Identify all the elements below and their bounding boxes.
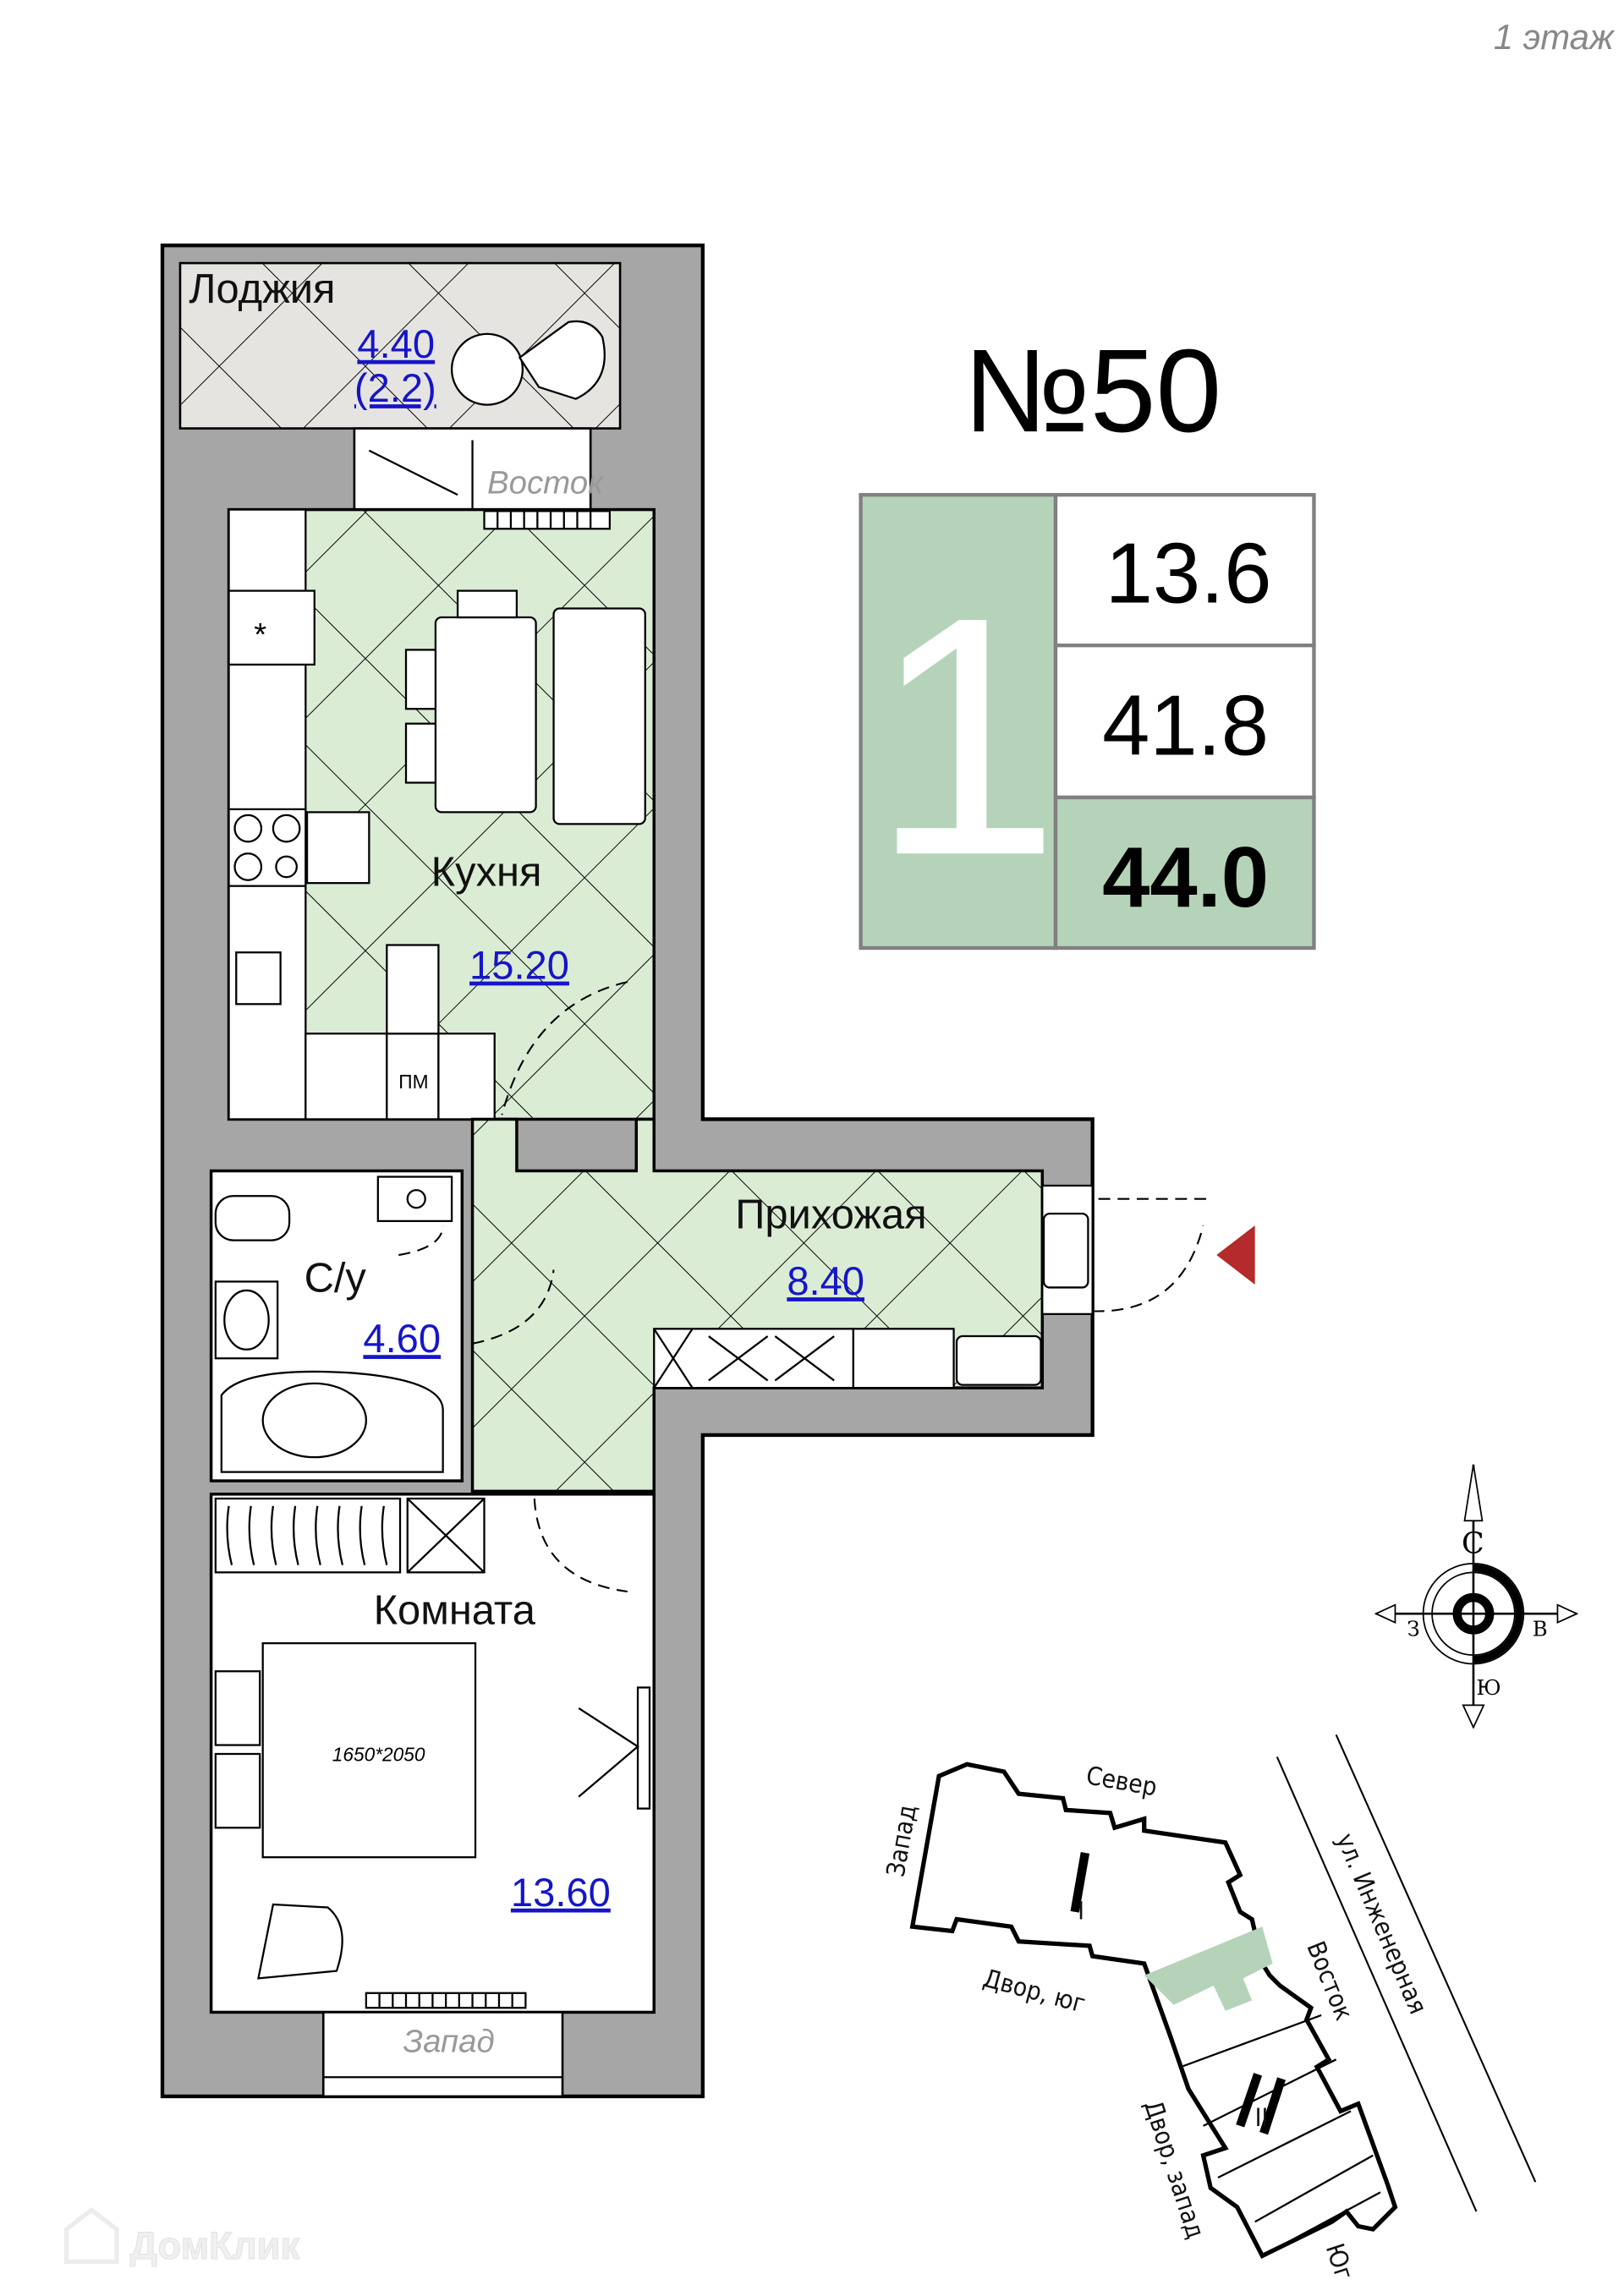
room-count: 1 — [871, 547, 1060, 926]
oven-door — [305, 811, 370, 885]
street-line — [1276, 1756, 1478, 2212]
bathroom-door-swing — [472, 1269, 555, 1345]
loggia-area: 4.40 — [357, 321, 435, 366]
area-summary-table: 1 13.6 41.8 44.0 — [859, 492, 1316, 951]
armchair — [257, 1903, 343, 1980]
wardrobe — [214, 1497, 402, 1574]
room-door-swing — [533, 1498, 628, 1593]
compass-icon: С З В Ю — [1374, 1464, 1579, 1729]
site-north-label: Север — [1084, 1760, 1160, 1801]
kitchen-sink — [304, 1033, 388, 1121]
living-area-value: 13.6 — [1106, 526, 1272, 622]
dining-table — [434, 616, 537, 814]
radiator — [365, 1992, 527, 2009]
site-yard-south-label: Двор, юг — [980, 1963, 1089, 2019]
washing-machine — [376, 1175, 453, 1223]
kitchen-area: 15.20 — [469, 943, 569, 988]
site-west-label: Запад — [881, 1802, 922, 1878]
loggia-table — [450, 332, 524, 406]
washbasin-icon — [214, 1280, 279, 1360]
tv — [636, 1686, 651, 1810]
total-area-value: 41.8 — [1102, 677, 1269, 773]
compass-east: В — [1533, 1616, 1548, 1641]
bathroom-area: 4.60 — [363, 1316, 441, 1361]
nightstand — [214, 1670, 261, 1746]
hallway: Прихожая 8.40 — [470, 1117, 1255, 1493]
entrance-door-swing — [1092, 1197, 1207, 1312]
kitchen-cabinet — [386, 944, 440, 1035]
entrance-marker-icon — [1216, 1225, 1255, 1285]
site-south-label: Юг — [1320, 2239, 1360, 2283]
kitchen: * ПМ Кухня 15.20 — [227, 507, 656, 1121]
radiator — [483, 510, 612, 530]
living-room: 1650*2050 Комната 13.60 — [209, 1493, 656, 2014]
nightstand — [214, 1752, 261, 1829]
compass-south: Ю — [1476, 1675, 1501, 1700]
fridge-mark: * — [254, 616, 266, 653]
hall-radiator — [1042, 1213, 1089, 1289]
section-2-label: II — [1255, 2102, 1269, 2132]
bathtub-icon — [220, 1370, 444, 1473]
kitchen-name: Кухня — [431, 850, 542, 896]
room-area: 13.60 — [511, 1870, 611, 1915]
section-1-label: I — [1078, 1896, 1084, 1926]
site-yard-west-label: Двор, запад — [1138, 2096, 1211, 2242]
sofa — [552, 607, 646, 825]
apartment-number: №50 — [963, 325, 1221, 457]
site-plan: I II Север Запад Двор, юг Восток Двор, з… — [881, 1734, 1537, 2283]
bed — [261, 1641, 477, 1859]
apartment-location-highlight — [1144, 1926, 1273, 2011]
west-window-label: Запад — [403, 2024, 495, 2060]
east-window-label: Восток — [487, 464, 605, 501]
dishwasher-mark: ПМ — [398, 1071, 428, 1093]
kitchen-sink-corner — [235, 951, 282, 1006]
hallway-area: 8.40 — [787, 1258, 864, 1303]
loggia-chair — [518, 320, 606, 400]
toilet-icon — [214, 1195, 291, 1241]
hallway-name: Прихожая — [735, 1192, 926, 1238]
west-window: Запад — [321, 2011, 564, 2098]
loggia-name: Лоджия — [189, 266, 335, 312]
bed-size: 1650*2050 — [332, 1744, 425, 1766]
chair — [404, 649, 437, 710]
stove-icon — [228, 808, 307, 887]
loggia: Лоджия 4.40 (2.2) — [178, 261, 622, 430]
compass-west: З — [1407, 1616, 1419, 1641]
room-name: Комната — [374, 1587, 536, 1633]
floor-label: 1 этаж — [1494, 17, 1616, 57]
building-outline — [909, 1762, 1398, 2259]
watermark: ДомКлик — [130, 2224, 300, 2267]
street-line — [1335, 1734, 1537, 2183]
chair — [456, 589, 518, 619]
chair — [404, 722, 437, 784]
total-with-loggia-value: 44.0 — [1102, 830, 1269, 925]
bathroom: С/у 4.60 — [209, 1169, 555, 1482]
watermark-logo-icon — [63, 2207, 119, 2265]
compass-north: С — [1462, 1527, 1484, 1561]
hall-wardrobe — [653, 1328, 855, 1389]
hall-bench — [955, 1334, 1042, 1386]
loggia-reduced-area: (2.2) — [354, 365, 436, 410]
bathroom-name: С/у — [304, 1256, 367, 1301]
east-window: Восток — [353, 427, 605, 512]
fridge — [228, 589, 315, 666]
shoe-rack — [852, 1328, 955, 1389]
kitchen-door-swing — [501, 981, 628, 1115]
